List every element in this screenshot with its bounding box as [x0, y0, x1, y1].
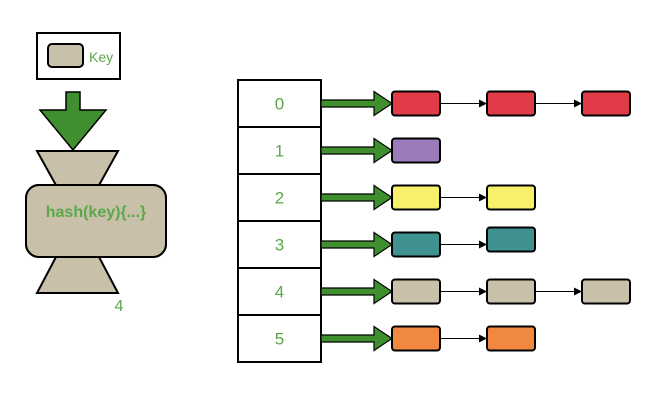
chain-node: [581, 90, 631, 117]
chain-node: [486, 226, 536, 253]
bucket-index-label: 0: [275, 95, 284, 114]
legend-key-swatch: [47, 43, 84, 68]
bucket-pointer-arrow-icon: [320, 325, 394, 352]
bucket-index-label: 3: [275, 236, 284, 255]
bucket-cell: [237, 126, 322, 175]
bucket-index-label: 1: [275, 142, 284, 161]
bucket-pointer-arrow-icon: [320, 278, 394, 305]
chain-node: [391, 184, 441, 211]
bucket-pointer-arrow-icon: [320, 231, 394, 258]
chain-node: [486, 325, 536, 352]
chain-node: [391, 231, 441, 258]
bucket-index-label: 5: [275, 330, 284, 349]
legend-key-label: Key: [89, 49, 113, 65]
bucket-index-label: 2: [275, 189, 284, 208]
chain-node: [391, 90, 441, 117]
bucket-index-label: 4: [275, 283, 284, 302]
legend: Key: [36, 32, 121, 80]
hash-body-fill: [27, 186, 165, 256]
bucket-table: 0 1 2 3 4 5: [237, 79, 631, 363]
chain-node: [391, 325, 441, 352]
chain-node: [486, 90, 536, 117]
chain-node: [486, 278, 536, 305]
funnel-bottom: [35, 254, 120, 294]
hash-function-label: hash(key){...}: [46, 204, 146, 221]
hash-output-label: 4: [115, 298, 124, 315]
funnel-top: [35, 150, 120, 188]
bucket-pointer-arrow-icon: [320, 90, 394, 117]
chain-node: [581, 278, 631, 305]
bucket-cell: [237, 314, 322, 363]
chain-node: [391, 137, 441, 164]
hash-body-outline: [25, 184, 167, 258]
hash-function: hash(key){...} 4: [25, 150, 167, 315]
down-arrow-icon: [38, 91, 108, 152]
bucket-pointer-arrow-icon: [320, 137, 394, 164]
bucket-pointer-arrow-icon: [320, 184, 394, 211]
chain-node: [486, 184, 536, 211]
chain-node: [391, 278, 441, 305]
